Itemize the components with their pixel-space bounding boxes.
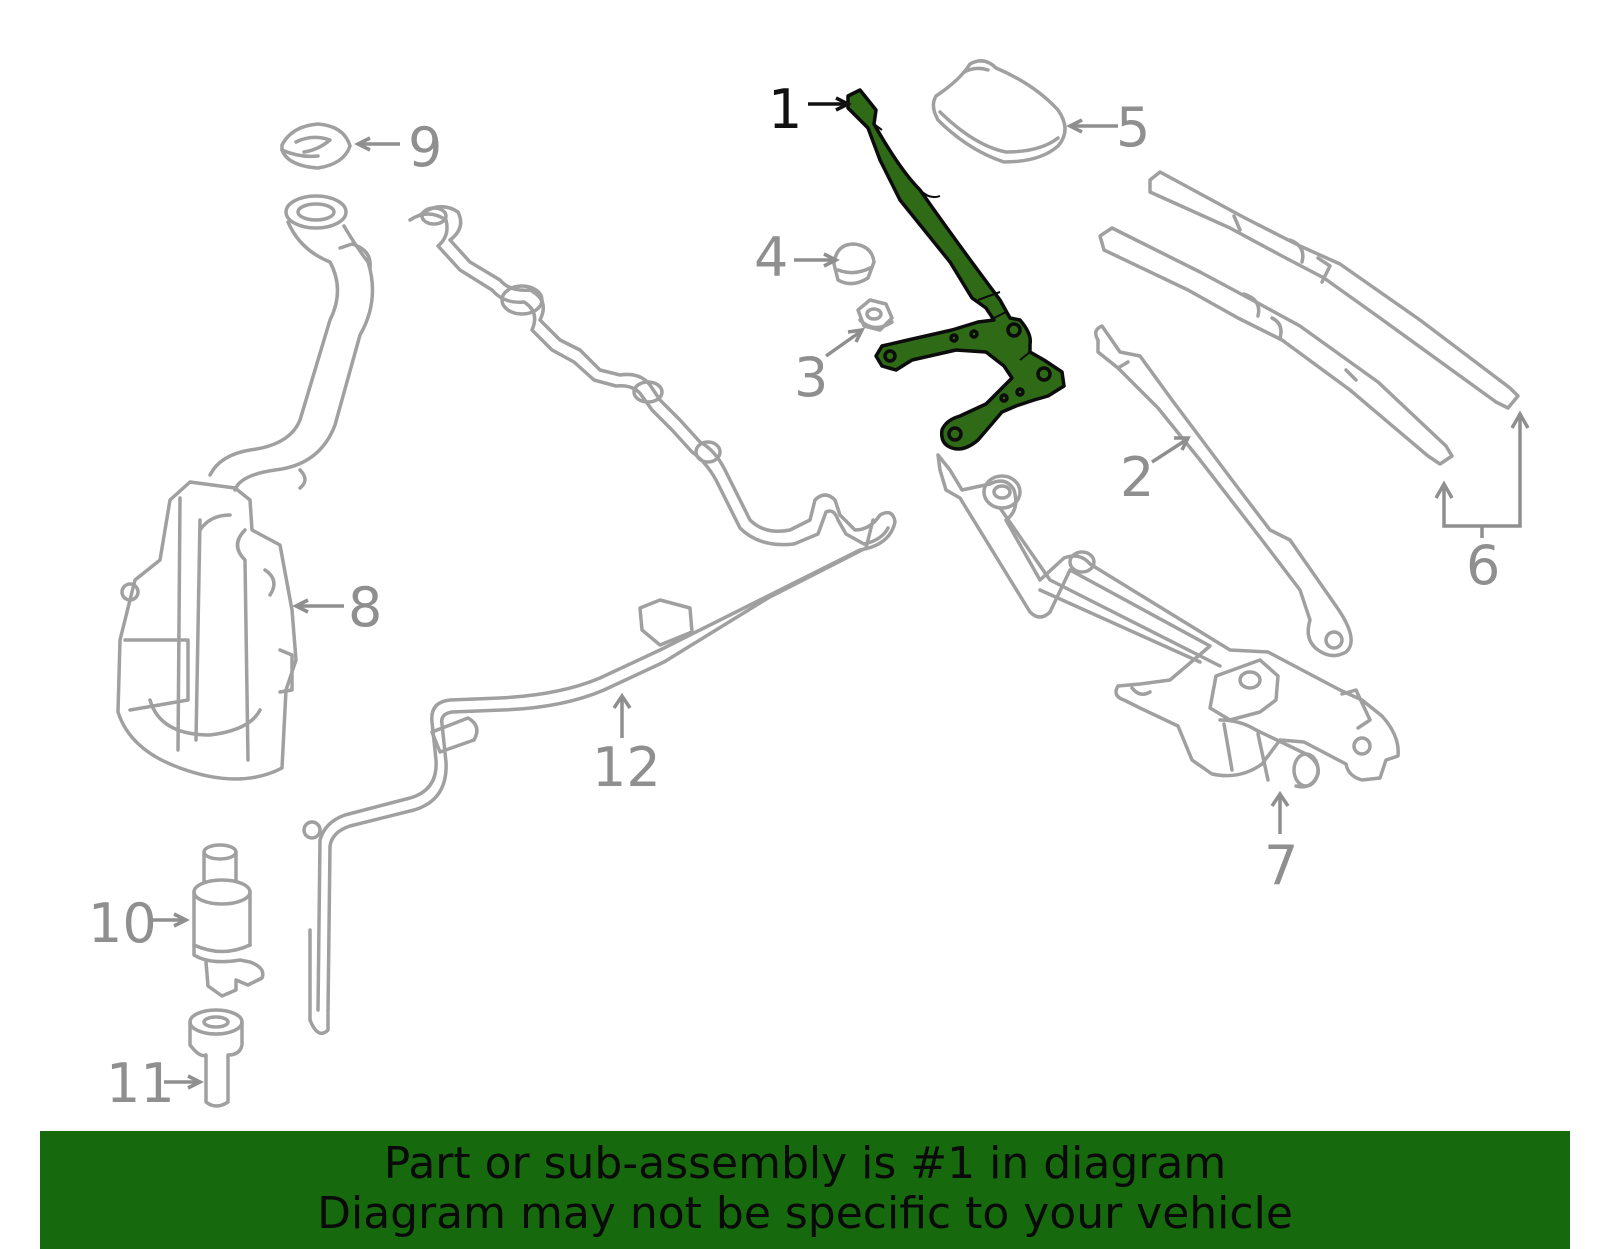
callout-8: 8 — [348, 576, 382, 639]
callout-5: 5 — [1116, 96, 1150, 159]
part-11-grommet[interactable] — [188, 1008, 244, 1108]
callout-12: 12 — [592, 736, 661, 799]
callout-6: 6 — [1466, 534, 1500, 597]
part-2-wiper-arm[interactable] — [1094, 324, 1353, 658]
part-6-wiper-blades[interactable] — [1098, 170, 1520, 466]
part-3-nut[interactable] — [856, 298, 894, 332]
info-banner: Part or sub-assembly is #1 in diagram Di… — [40, 1131, 1570, 1249]
callout-numbers: 1 2 3 4 5 6 7 8 9 10 11 12 — [88, 78, 1500, 1115]
callout-leaders — [148, 96, 1530, 1090]
banner-line-1: Part or sub-assembly is #1 in diagram — [383, 1138, 1227, 1189]
part-8-washer-reservoir[interactable] — [116, 194, 375, 781]
part-4-cap[interactable] — [832, 242, 876, 286]
part-10-washer-pump[interactable] — [192, 843, 265, 998]
part-9-cap-seal[interactable] — [280, 122, 352, 170]
callout-4: 4 — [754, 226, 788, 289]
callout-7: 7 — [1264, 834, 1298, 897]
callout-2: 2 — [1120, 446, 1154, 509]
part-7-wiper-linkage-motor[interactable] — [936, 453, 1400, 789]
banner-line-2: Diagram may not be specific to your vehi… — [317, 1188, 1293, 1239]
part-12-washer-hose[interactable] — [302, 205, 897, 1036]
callout-9: 9 — [408, 116, 442, 179]
callout-1: 1 — [768, 78, 802, 141]
callout-10: 10 — [88, 892, 157, 955]
callout-11: 11 — [106, 1052, 175, 1115]
callout-3: 3 — [794, 346, 828, 409]
part-5-cover[interactable] — [931, 59, 1067, 164]
part-1-wiper-arm[interactable] — [846, 88, 1066, 451]
